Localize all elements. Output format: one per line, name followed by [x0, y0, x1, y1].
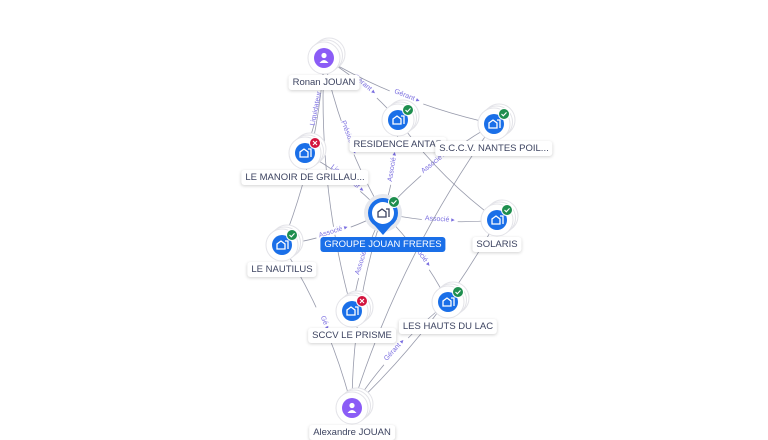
- check-badge-icon: [286, 229, 298, 241]
- node-label[interactable]: S.C.C.V. NANTES POIL...: [435, 141, 553, 156]
- check-badge-icon: [501, 204, 513, 216]
- node-label[interactable]: Ronan JOUAN: [288, 75, 360, 90]
- building-icon: [276, 240, 289, 250]
- edge-label: Associé ▸: [425, 215, 456, 224]
- node-label[interactable]: LES HAUTS DU LAC: [398, 319, 498, 334]
- building-icon: [299, 148, 312, 158]
- building-icon: [392, 115, 405, 125]
- node-label[interactable]: RESIDENCE ANTAR: [349, 137, 447, 152]
- check-badge-icon: [388, 196, 400, 208]
- node-solaris[interactable]: [480, 199, 519, 237]
- person-icon: [349, 402, 355, 409]
- check-badge-icon: [498, 108, 510, 120]
- node-label[interactable]: GROUPE JOUAN FRERES: [320, 237, 446, 252]
- person-icon: [321, 52, 327, 59]
- node-ronan[interactable]: [307, 37, 346, 75]
- node-nautilus[interactable]: [265, 224, 304, 262]
- building-icon: [377, 208, 390, 218]
- edge-alexandre-nantes: [351, 123, 495, 409]
- node-nantes[interactable]: [477, 103, 516, 141]
- node-label[interactable]: SCCV LE PRISME: [308, 328, 396, 343]
- node-groupe[interactable]: [364, 194, 402, 235]
- node-label[interactable]: SOLARIS: [472, 237, 522, 252]
- edge-ronan-prisme: [322, 57, 353, 312]
- check-badge-icon: [402, 104, 414, 116]
- node-hauts[interactable]: [431, 281, 470, 319]
- building-icon: [346, 306, 359, 316]
- node-label[interactable]: LE MANOIR DE GRILLAU...: [241, 170, 369, 185]
- node-label[interactable]: LE NAUTILUS: [247, 262, 317, 277]
- building-icon: [491, 215, 504, 225]
- check-badge-icon: [452, 286, 464, 298]
- building-icon: [442, 297, 455, 307]
- node-residence[interactable]: [381, 99, 420, 137]
- edge-label: Associé ▸: [387, 151, 399, 182]
- node-prisme[interactable]: [335, 290, 374, 328]
- node-alexandre[interactable]: [335, 387, 374, 425]
- node-label[interactable]: Alexandre JOUAN: [309, 425, 395, 440]
- building-icon: [488, 119, 501, 129]
- node-manoir[interactable]: [288, 132, 327, 170]
